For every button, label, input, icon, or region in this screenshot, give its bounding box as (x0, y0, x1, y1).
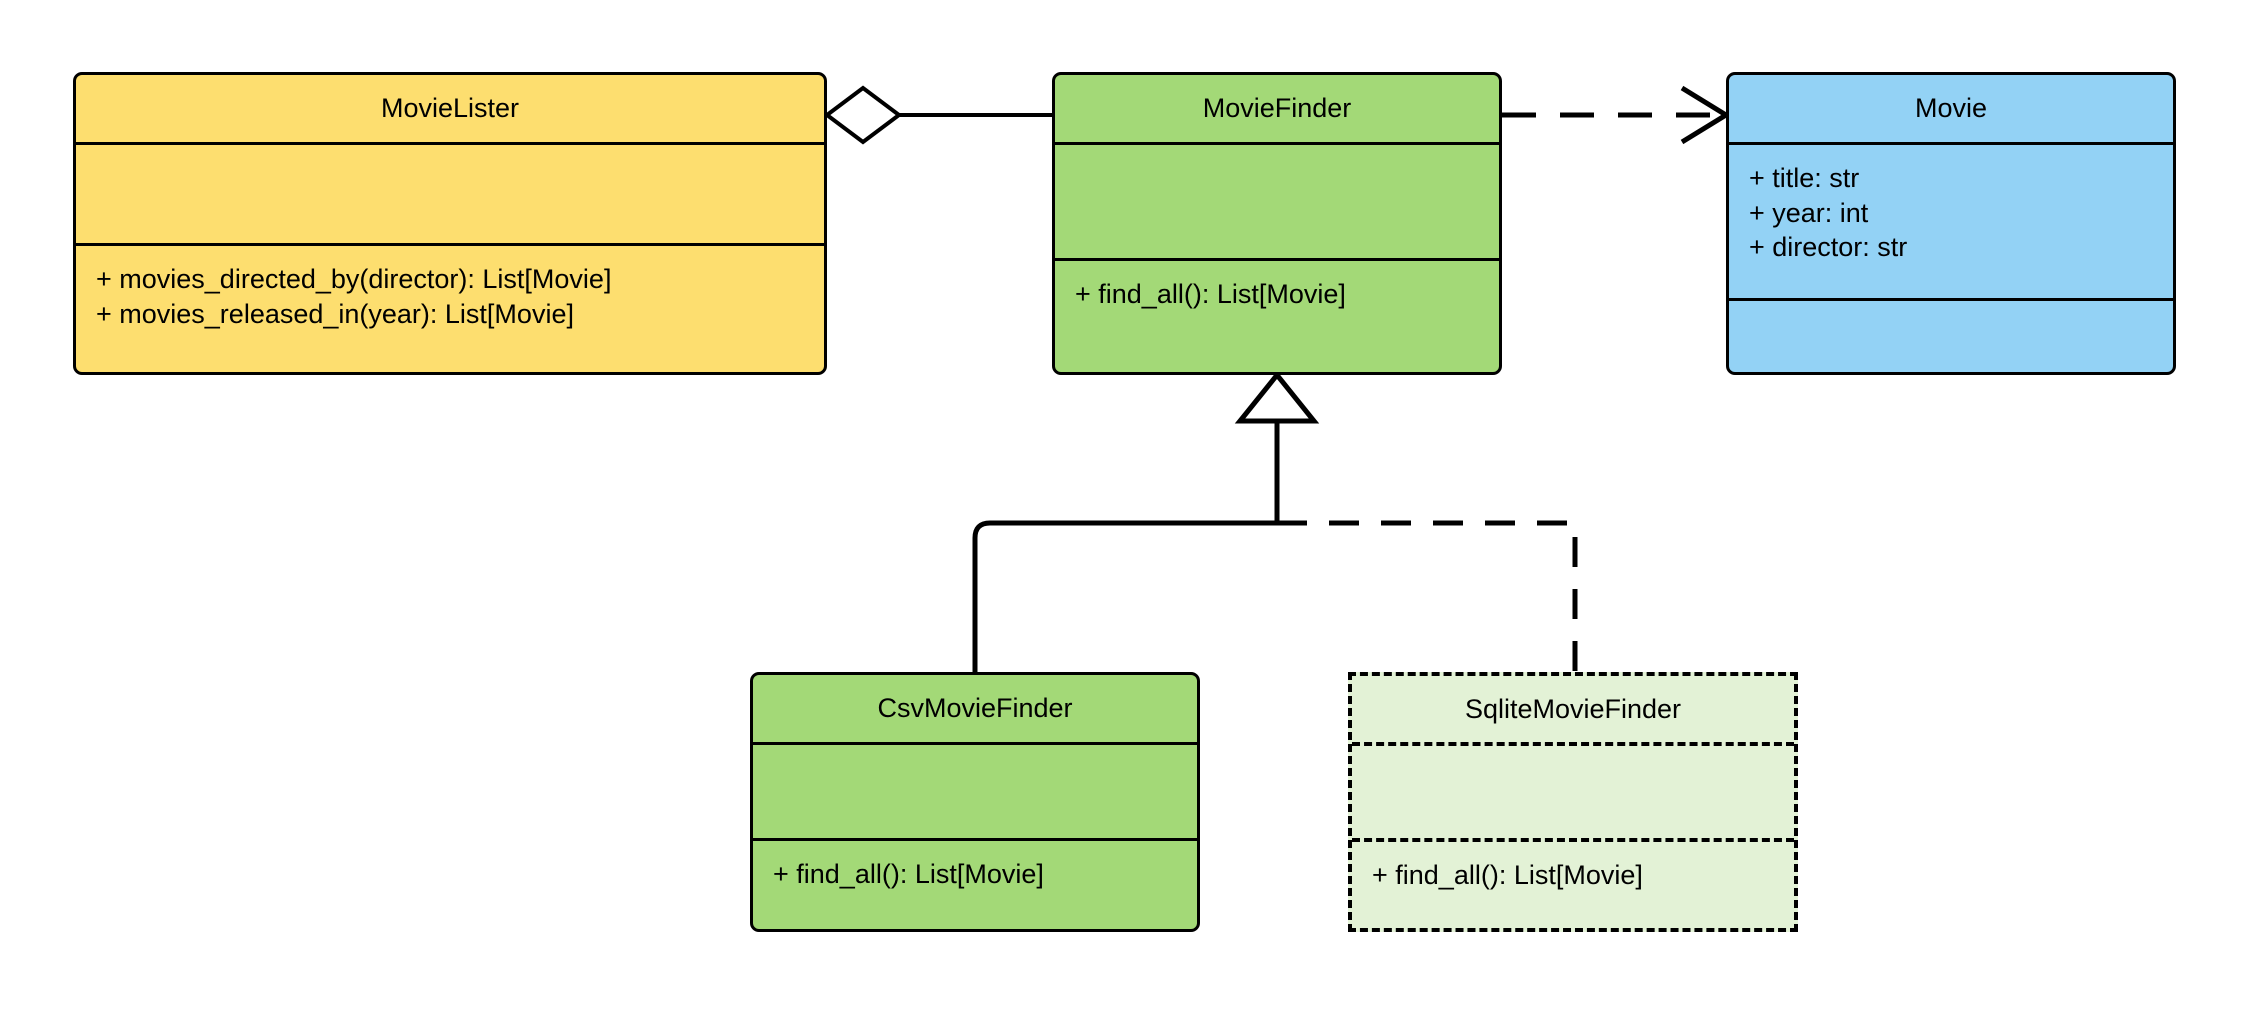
class-attributes-movielister (76, 145, 824, 246)
class-box-moviefinder[interactable]: MovieFinder + find_all(): List[Movie] (1052, 72, 1502, 375)
class-methods-csvmoviefinder: + find_all(): List[Movie] (753, 841, 1197, 892)
class-name-csvmoviefinder: CsvMovieFinder (753, 675, 1197, 745)
method-row: + movies_released_in(year): List[Movie] (96, 298, 574, 329)
class-box-movielister[interactable]: MovieLister + movies_directed_by(directo… (73, 72, 827, 375)
edge-realization-sqlitemoviefinder[interactable] (1277, 520, 1578, 672)
method-row: + find_all(): List[Movie] (1075, 279, 1346, 309)
attribute-row: + title: str (1749, 163, 1860, 193)
method-row: + find_all(): List[Movie] (1372, 860, 1643, 890)
method-row: + movies_directed_by(director): List[Mov… (96, 264, 612, 294)
class-methods-movie (1729, 301, 2173, 317)
edge-generalization-csvmoviefinder[interactable] (972, 520, 1277, 672)
class-attributes-sqlitemoviefinder (1352, 746, 1794, 842)
class-attributes-movie: + title: str + year: int + director: str (1729, 145, 2173, 301)
class-methods-moviefinder: + find_all(): List[Movie] (1055, 261, 1499, 312)
edge-generalization-stem (1234, 371, 1320, 523)
hollow-diamond-marker (823, 85, 903, 145)
class-box-movie[interactable]: Movie + title: str + year: int + directo… (1726, 72, 2176, 375)
class-attributes-csvmoviefinder (753, 745, 1197, 841)
class-methods-sqlitemoviefinder: + find_all(): List[Movie] (1352, 842, 1794, 893)
sqlitemoviefinder-realization-path (1277, 520, 1578, 672)
open-arrow-marker (1680, 85, 1731, 145)
class-box-csvmoviefinder[interactable]: CsvMovieFinder + find_all(): List[Movie] (750, 672, 1200, 932)
class-box-sqlitemoviefinder[interactable]: SqliteMovieFinder + find_all(): List[Mov… (1348, 672, 1798, 932)
attribute-row: + year: int (1749, 197, 1869, 228)
class-attributes-moviefinder (1055, 145, 1499, 261)
class-name-moviefinder: MovieFinder (1055, 75, 1499, 145)
hollow-triangle-marker (1234, 371, 1320, 424)
class-name-movielister: MovieLister (76, 75, 824, 145)
class-name-sqlitemoviefinder: SqliteMovieFinder (1352, 676, 1794, 746)
edge-dependency-moviefinder-movie[interactable] (1502, 85, 1731, 145)
class-name-movie: Movie (1729, 75, 2173, 145)
edge-aggregation-movielister-moviefinder[interactable] (823, 85, 1052, 145)
method-row: + find_all(): List[Movie] (773, 859, 1044, 889)
class-methods-movielister: + movies_directed_by(director): List[Mov… (76, 246, 824, 331)
csvmoviefinder-generalization-path (972, 520, 1277, 672)
attribute-row: + director: str (1749, 232, 1908, 263)
